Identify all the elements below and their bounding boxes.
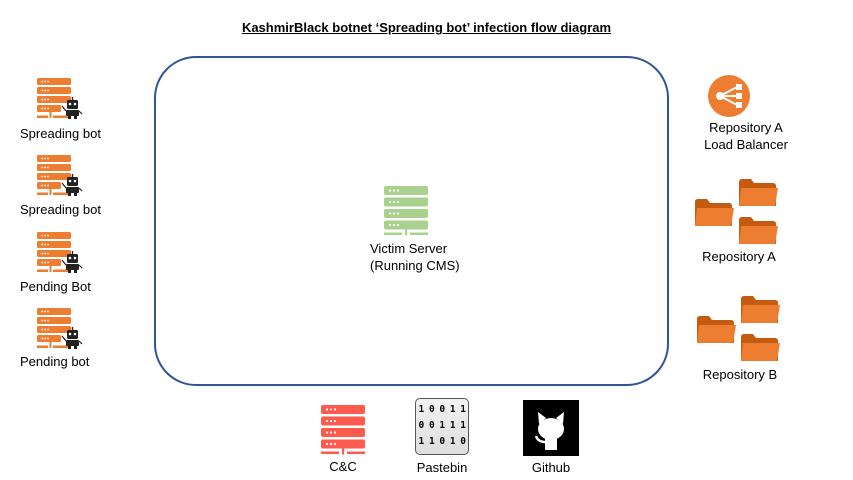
load-balancer-line1: Repository A xyxy=(709,120,783,135)
pastebin-line: 0 0 1 1 1 xyxy=(418,420,466,431)
load-balancer-label: Repository A Load Balancer xyxy=(683,119,809,153)
diagram-title: KashmirBlack botnet ‘Spreading bot’ infe… xyxy=(241,20,612,35)
cnc-label: C&C xyxy=(329,459,357,474)
victim-label-line2: (Running CMS) xyxy=(370,258,460,273)
pastebin-icon: 1 0 0 1 1 0 0 1 1 1 1 1 0 1 0 xyxy=(415,398,469,455)
pending-bot-icon xyxy=(37,232,85,276)
victim-server-label: Victim Server (Running CMS) xyxy=(370,240,490,274)
bot-label: Pending Bot xyxy=(20,279,91,294)
pastebin-line: 1 1 0 1 0 xyxy=(418,436,466,447)
victim-label-line1: Victim Server xyxy=(370,241,448,256)
bot-label: Pending bot xyxy=(20,354,90,369)
victim-server-frame xyxy=(154,56,669,386)
load-balancer-line2: Load Balancer xyxy=(704,137,788,152)
load-balancer-icon xyxy=(707,74,751,118)
spreading-bot-icon xyxy=(37,78,85,122)
cnc-server-icon xyxy=(321,405,365,455)
pastebin-line: 1 0 0 1 1 xyxy=(418,404,466,415)
repository-b-label: Repository B xyxy=(702,367,778,382)
repository-b-folders-icon xyxy=(697,293,787,365)
spreading-bot-icon xyxy=(37,155,85,199)
github-label: Github xyxy=(531,460,571,475)
github-icon xyxy=(523,400,579,456)
bot-label: Spreading bot xyxy=(20,202,101,217)
repository-a-folders-icon xyxy=(695,176,785,248)
pastebin-label: Pastebin xyxy=(416,460,468,475)
pending-bot-icon xyxy=(37,308,85,352)
victim-server-icon xyxy=(384,186,428,236)
repository-a-label: Repository A xyxy=(702,249,776,264)
bot-label: Spreading bot xyxy=(20,126,101,141)
